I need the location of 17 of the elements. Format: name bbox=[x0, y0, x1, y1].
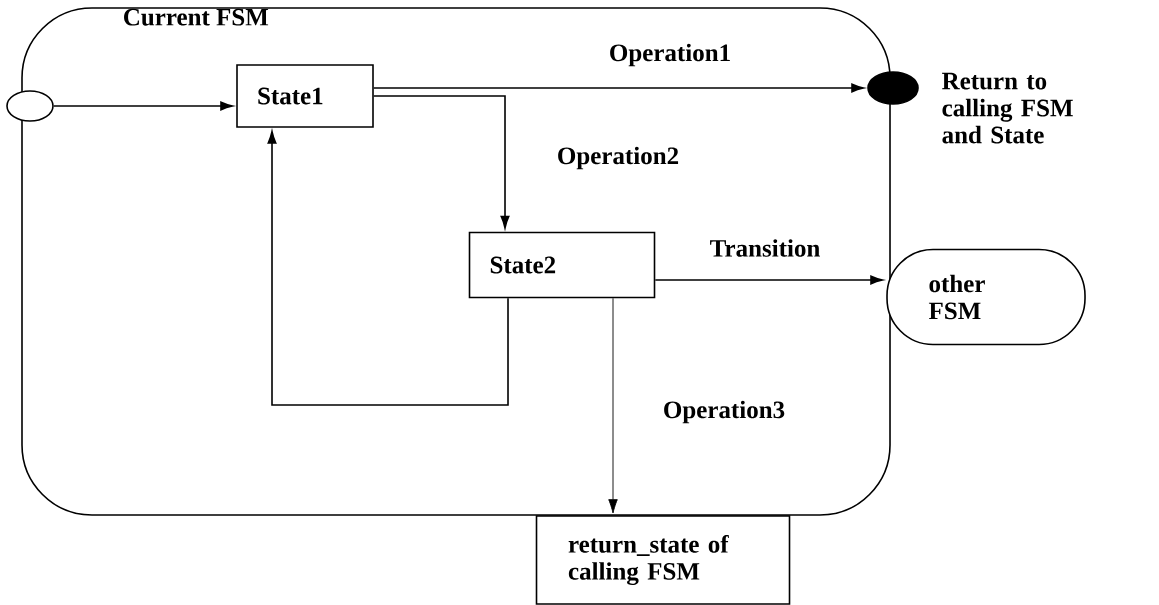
arrow bbox=[373, 95, 510, 229]
state-box: return_state of calling FSM bbox=[535, 515, 791, 605]
edge-label: Operation3 bbox=[661, 399, 787, 425]
arrow bbox=[608, 297, 618, 514]
edge-label: Operation2 bbox=[555, 145, 681, 171]
arrow bbox=[267, 130, 509, 406]
arrow bbox=[373, 83, 865, 93]
start-state-ellipse bbox=[6, 90, 54, 122]
edge-label: Operation1 bbox=[607, 42, 733, 68]
end-state-dot bbox=[867, 71, 919, 105]
arrow bbox=[53, 101, 234, 111]
node-caption: Return to calling FSM and State bbox=[942, 72, 1073, 144]
external-state: other FSM bbox=[886, 248, 1086, 346]
state-box: State1 bbox=[236, 64, 374, 128]
state-box: State2 bbox=[468, 231, 656, 299]
edge-label: Transition bbox=[708, 238, 822, 258]
arrow bbox=[654, 275, 884, 285]
